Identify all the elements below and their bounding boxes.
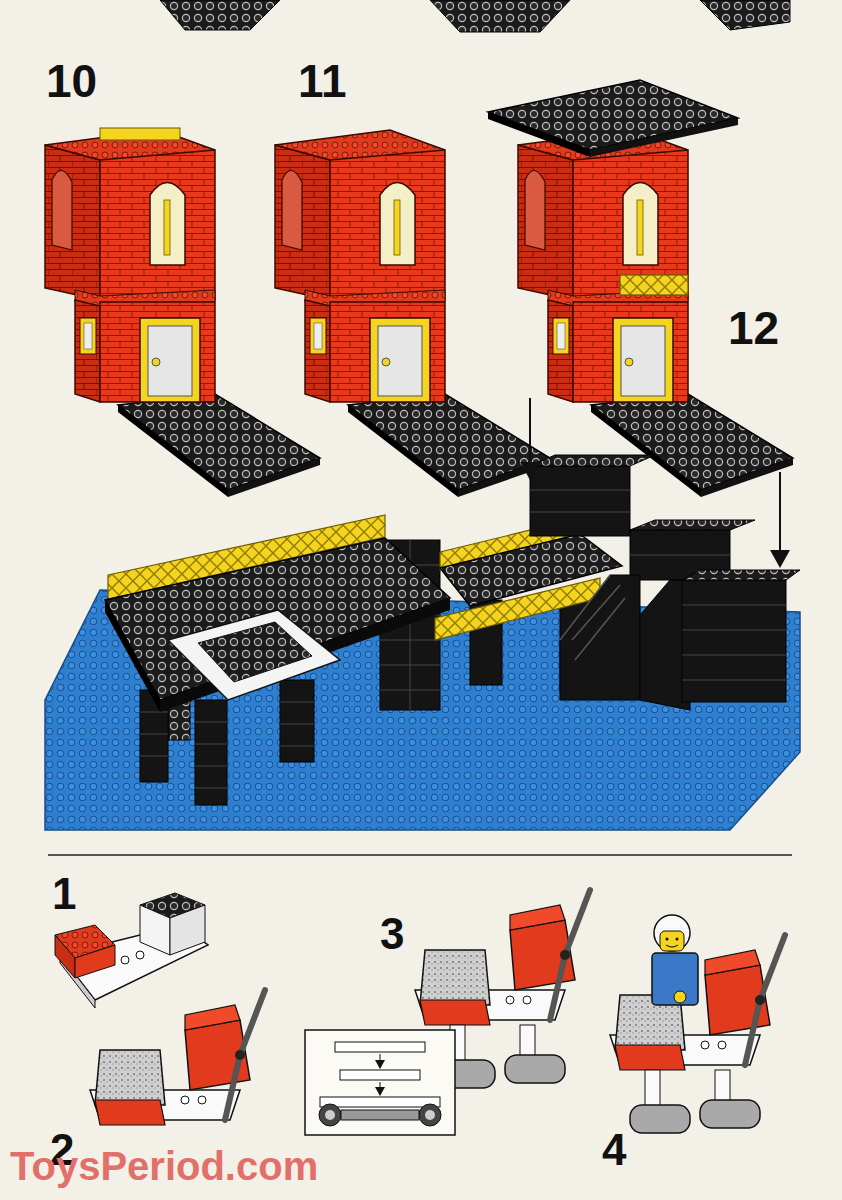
balcony-fence — [620, 275, 688, 295]
step-number: 12 — [728, 305, 779, 351]
plane-step-2 — [90, 990, 265, 1125]
quay-walls — [530, 455, 800, 710]
top-plates — [160, 0, 790, 32]
step-number: 10 — [46, 58, 97, 104]
assembly-inset — [305, 1030, 455, 1135]
placement-arrows — [530, 398, 780, 566]
step-number: 1 — [52, 872, 76, 916]
plane-step-4 — [610, 915, 785, 1133]
watermark: ToysPeriod.com — [10, 1146, 318, 1186]
roof-plate — [488, 80, 738, 157]
tower-step-12 — [518, 130, 793, 497]
step-number: 11 — [298, 58, 347, 104]
plane-step-1 — [55, 893, 208, 1008]
step-number: 4 — [602, 1128, 626, 1172]
step-number: 3 — [380, 912, 404, 956]
pier-deck — [105, 515, 450, 712]
tower-step-11 — [275, 130, 550, 497]
separator-line — [48, 854, 792, 856]
